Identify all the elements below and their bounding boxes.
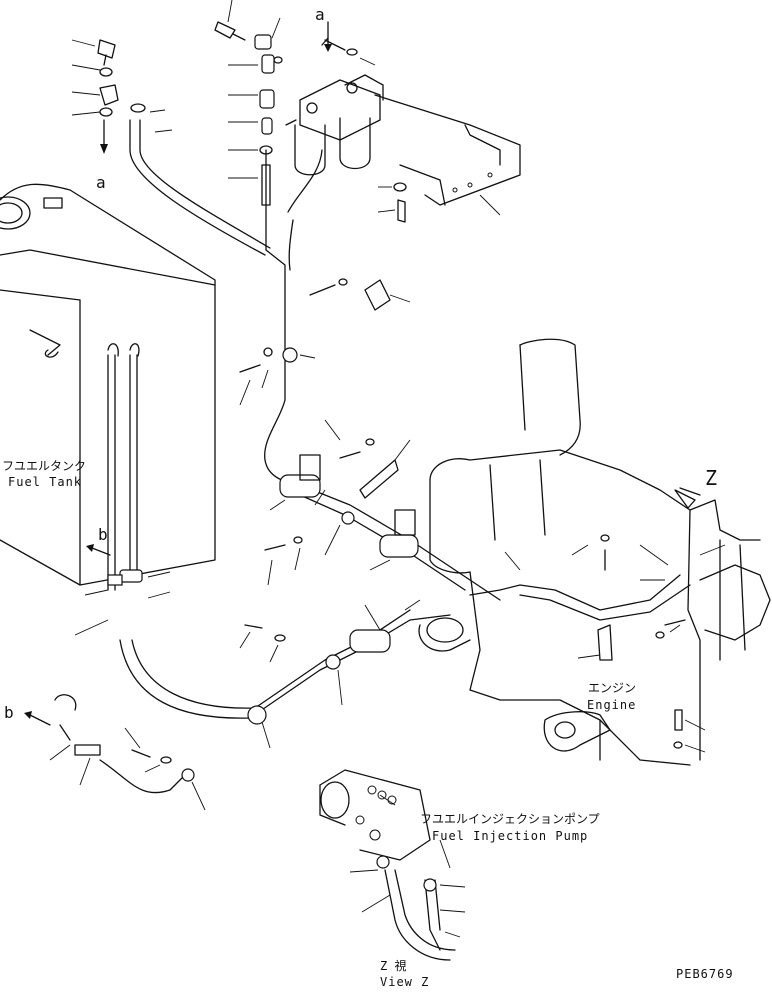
- inline-filters: [107, 347, 419, 782]
- drawing-number: PEB6769: [676, 967, 734, 981]
- reference-arrows: [24, 21, 332, 726]
- engine-jp-label: エンジン: [588, 681, 636, 695]
- view-marker-label: Z: [705, 466, 717, 490]
- arrow-a-top-label: a: [315, 5, 325, 24]
- view-z-en-label: View Z: [380, 975, 429, 989]
- arrow-b-tank-label: b: [98, 525, 108, 544]
- fuel-tank: [0, 183, 216, 586]
- arrow-b-left-label: b: [4, 703, 14, 722]
- fuel-tank-en-label: Fuel Tank: [8, 475, 82, 489]
- engine: [418, 338, 771, 766]
- text-labels: a a b b Z フユエルタンク Fuel Tank エンジン Engine …: [2, 5, 734, 989]
- engine-en-label: Engine: [587, 698, 636, 712]
- arrow-a-left-label: a: [96, 173, 106, 192]
- leader-lines: [49, 0, 726, 938]
- fuel-lines: [54, 119, 691, 961]
- injection-pump: [319, 769, 437, 892]
- pump-en-label: Fuel Injection Pump: [432, 829, 588, 843]
- hardware: [74, 21, 686, 764]
- fuel-filter-assembly: [285, 74, 521, 206]
- fuel-tank-jp-label: フユエルタンク: [2, 459, 86, 473]
- pump-jp-label: フユエルインジェクションポンプ: [420, 812, 600, 826]
- view-z-jp-label: Z 視: [380, 958, 406, 973]
